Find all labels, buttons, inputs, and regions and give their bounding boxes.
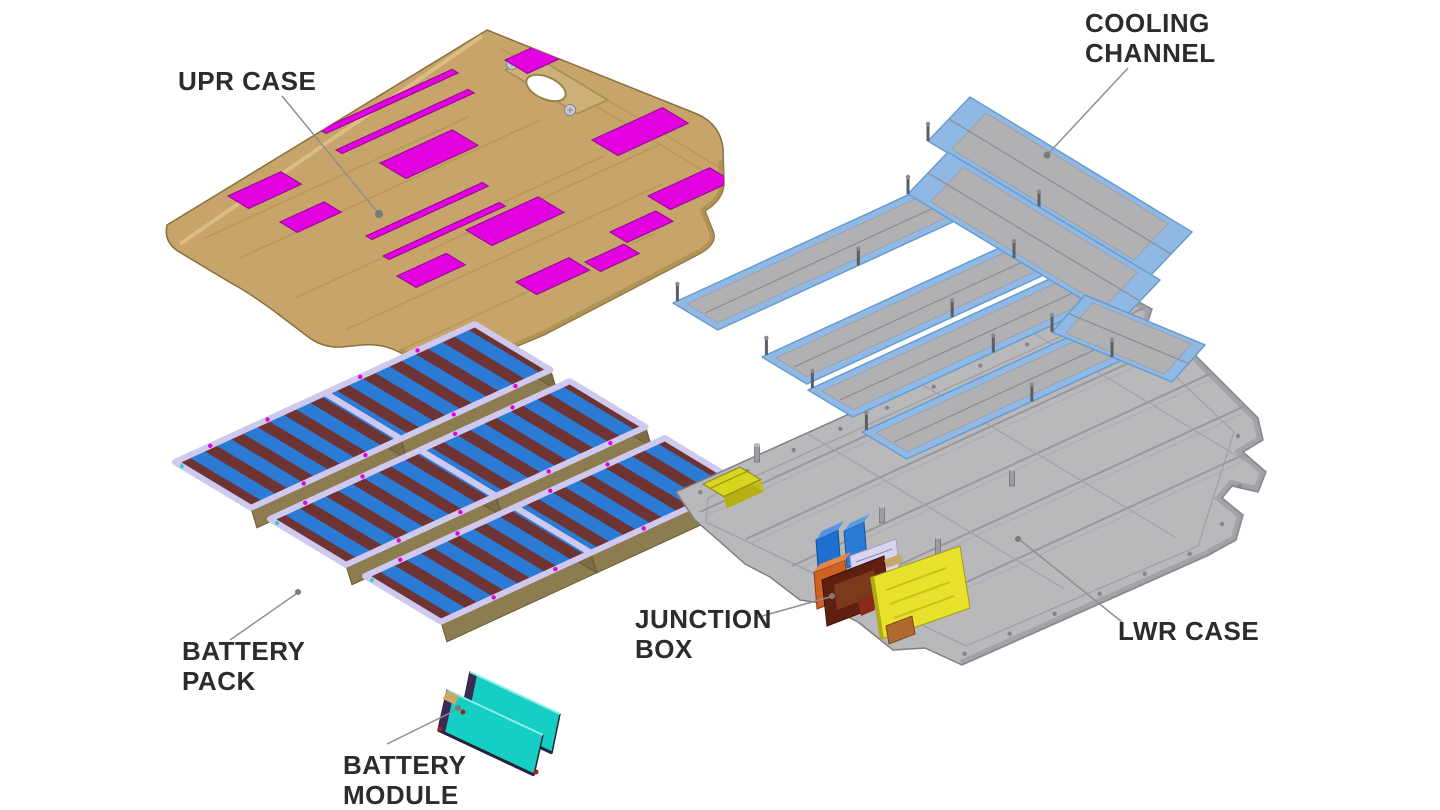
tray-bolts [698, 300, 1243, 656]
label-line: MODULE [343, 780, 459, 810]
label-battery-pack: BATTERY PACK [182, 636, 305, 696]
jb-red-bit [858, 594, 875, 616]
leader-dot [295, 589, 301, 595]
label-cooling-channel: COOLING CHANNEL [1085, 8, 1216, 68]
magenta-pads [226, 30, 725, 296]
lwr-case [675, 291, 1267, 666]
label-line: COOLING [1085, 8, 1210, 38]
leader-dot [1015, 536, 1021, 542]
label-lwr-case: LWR CASE [1118, 616, 1259, 646]
label-junction-box: JUNCTION BOX [635, 604, 772, 664]
label-battery-module: BATTERY MODULE [343, 750, 466, 810]
oval-port [525, 73, 567, 103]
label-line: PACK [182, 666, 256, 696]
leader-dot [829, 593, 835, 599]
label-line: UPR CASE [178, 66, 317, 96]
screw [564, 104, 576, 116]
leader-dot [375, 210, 383, 218]
mounting-bracket [701, 466, 764, 509]
leader-lines [229, 67, 1129, 745]
label-line: JUNCTION [635, 604, 772, 634]
leader-dot [1043, 151, 1051, 159]
leader-battery-pack [229, 593, 297, 641]
battery-pack-module [267, 447, 503, 586]
cooling-channels [672, 96, 1206, 460]
label-line: BOX [635, 634, 693, 664]
cooling-panel [925, 96, 1193, 277]
standoff-post [878, 504, 886, 524]
cooling-panel [761, 234, 1072, 385]
standoff-post [934, 535, 942, 555]
label-line: BATTERY [343, 750, 467, 780]
standoff-post [753, 443, 761, 463]
label-line: BATTERY [182, 636, 306, 666]
battery-module [437, 671, 561, 777]
leader-upr-case [281, 95, 380, 215]
leader-cooling-channel [1046, 67, 1129, 156]
leader-lwr-case [1019, 539, 1123, 623]
label-line: CHANNEL [1085, 38, 1216, 68]
upr-case [165, 29, 725, 373]
cooling-panel [672, 184, 975, 331]
battery-pack [172, 321, 748, 643]
junction-box [813, 514, 971, 645]
leader-battery-module [386, 709, 457, 745]
standoff-post [1008, 467, 1016, 487]
battery-pack-module [172, 390, 408, 529]
jb-yellow-assembly [870, 545, 971, 640]
leader-dot [455, 705, 461, 711]
leader-junction-box [754, 596, 831, 619]
label-line: LWR CASE [1118, 616, 1260, 646]
label-upr-case: UPR CASE [178, 66, 316, 96]
battery-pack-module [362, 504, 598, 643]
jb-copper-bit [885, 615, 916, 645]
cooling-panel [1049, 294, 1206, 383]
